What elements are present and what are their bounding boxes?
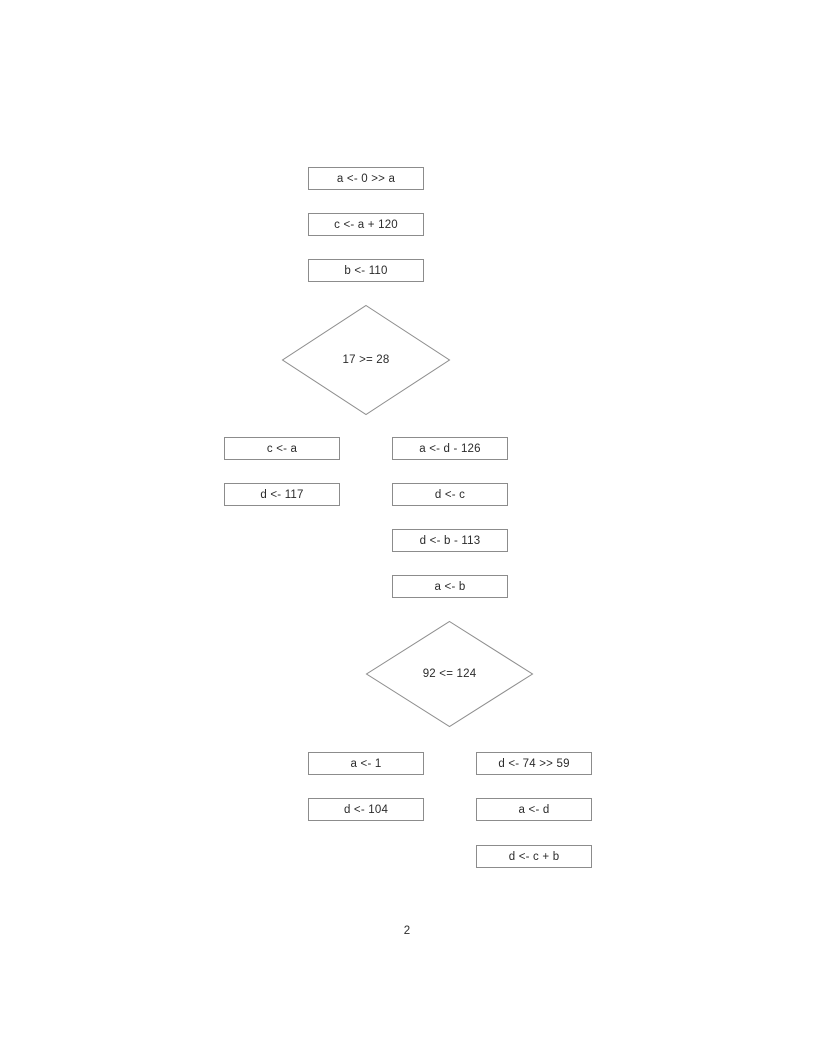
process-node[interactable]: c <- a [224,437,340,460]
process-node[interactable]: d <- c [392,483,508,506]
process-node[interactable]: a <- d - 126 [392,437,508,460]
process-node[interactable]: d <- b - 113 [392,529,508,552]
process-node[interactable]: a <- b [392,575,508,598]
process-node[interactable]: d <- 104 [308,798,424,821]
diamond-shape [281,304,451,416]
process-node[interactable]: a <- 1 [308,752,424,775]
process-node[interactable]: d <- c + b [476,845,592,868]
process-node[interactable]: a <- d [476,798,592,821]
process-node[interactable]: d <- 74 >> 59 [476,752,592,775]
process-node[interactable]: a <- 0 >> a [308,167,424,190]
process-node[interactable]: d <- 117 [224,483,340,506]
process-node[interactable]: b <- 110 [308,259,424,282]
process-node[interactable]: c <- a + 120 [308,213,424,236]
diamond-shape [365,620,534,728]
page-number: 2 [403,925,411,937]
decision-node[interactable]: 92 <= 124 [365,620,534,728]
decision-node[interactable]: 17 >= 28 [281,304,451,416]
